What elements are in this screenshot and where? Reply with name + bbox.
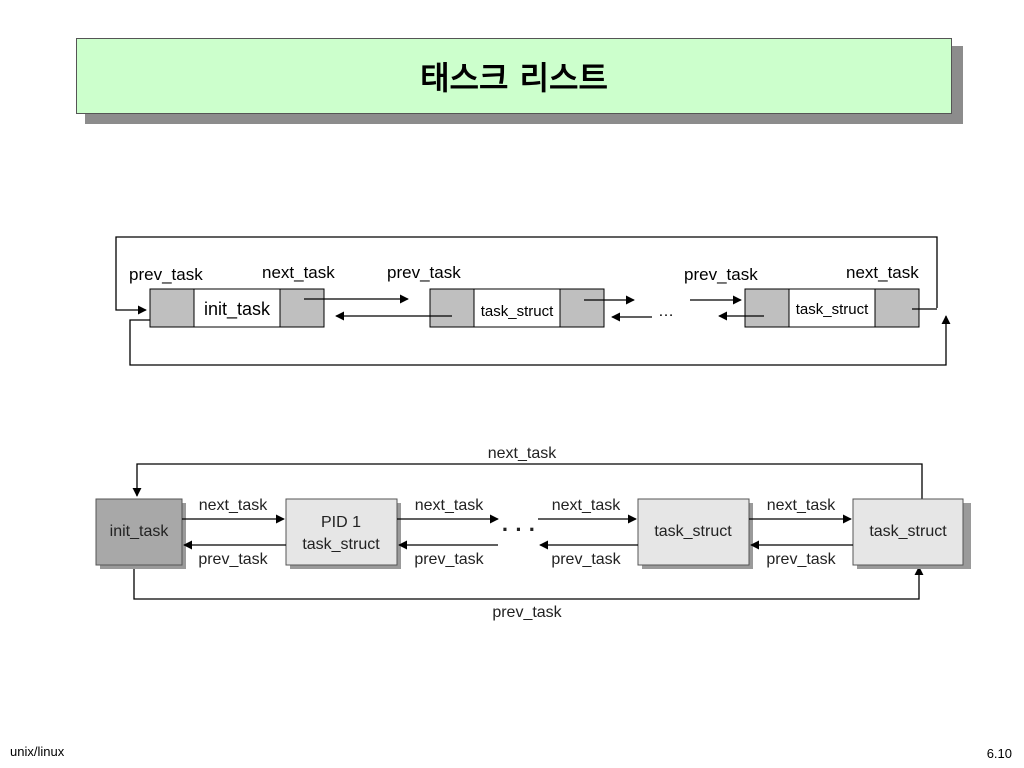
node-label: task_struct [654,523,732,540]
node-task-struct: task_struct [637,498,750,566]
label-prev-task: prev_task [129,265,203,284]
node-label: task_struct [869,523,947,540]
wrap-line-bottom [129,315,951,366]
node-label: task_struct [481,303,554,320]
label-next-task: next_task [199,497,268,514]
wrap-line-top [115,236,938,315]
label-prev-task: prev_task [684,265,758,284]
footer-page-number: 6.10 [986,746,1012,761]
label-prev-task: prev_task [766,551,836,568]
label-prev-task: prev_task [387,263,461,282]
node-task-struct: task_struct [744,288,920,328]
node-label: task_struct [796,301,869,318]
node-label: init_task [204,299,271,320]
label-prev-task-bottom: prev_task [492,604,562,621]
label-next-task: next_task [415,497,484,514]
node-task-struct: task_struct [429,288,605,328]
ellipsis: · · · [502,517,536,542]
node-task-struct: task_struct [852,498,964,566]
ellipsis: … [658,303,674,320]
loop-next-line [132,463,923,499]
node-label: PID 1 [321,514,361,531]
label-prev-task: prev_task [551,551,621,568]
node-init-task: init_task [149,288,325,328]
node-label: init_task [110,523,170,540]
label-next-task-top: next_task [488,445,557,462]
label-next-task: next_task [262,263,335,282]
page-title: 태스크 리스트 [420,59,608,97]
label-next-task: next_task [846,263,919,282]
title-banner: 태스크 리스트 [76,38,952,114]
node-label: task_struct [302,536,380,553]
node-init-task: init_task [95,498,183,566]
label-prev-task: prev_task [198,551,268,568]
label-next-task: next_task [767,497,836,514]
loop-prev-line [133,565,924,600]
label-next-task: next_task [552,497,621,514]
footer-course: unix/linux [10,744,65,759]
label-prev-task: prev_task [414,551,484,568]
node-pid1: PID 1 task_struct [285,498,398,566]
